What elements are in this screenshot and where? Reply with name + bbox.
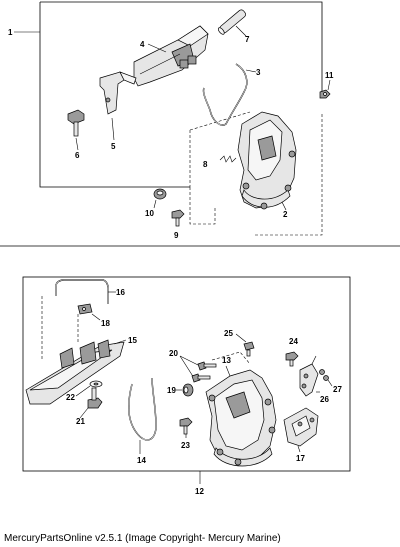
callout-25: 25 [224, 329, 233, 338]
clip-part-18 [77, 303, 93, 315]
housing-part-4 [133, 25, 209, 87]
callout-23: 23 [181, 441, 190, 450]
callout-13: 13 [222, 356, 231, 365]
linkage-part-26 [299, 355, 319, 397]
nut-part-10 [153, 188, 167, 200]
top-frame-dashed [189, 111, 323, 236]
tray-part-15 [25, 339, 125, 405]
callout-19: 19 [167, 386, 176, 395]
footer-caption: MercuryPartsOnline v2.5.1 (Image Copyrig… [4, 533, 281, 544]
bracket-part-5 [99, 71, 137, 115]
housing-part-13 [205, 351, 277, 467]
callout-18: 18 [101, 319, 110, 328]
callout-5: 5 [111, 142, 116, 151]
callout-24: 24 [289, 337, 298, 346]
callout-10: 10 [145, 209, 154, 218]
callout-17: 17 [296, 454, 305, 463]
callout-7: 7 [245, 35, 250, 44]
callout-1: 1 [8, 28, 13, 37]
bracket-part-17 [283, 407, 319, 447]
screw-part-25 [243, 341, 255, 357]
callout-12: 12 [195, 487, 204, 496]
wire-part-3 [202, 63, 248, 126]
callout-4: 4 [140, 40, 145, 49]
callout-21: 21 [76, 417, 85, 426]
pin-part-7 [217, 9, 246, 35]
callout-8: 8 [203, 160, 208, 169]
top-callouts: 1 2 3 4 5 6 7 8 9 10 11 [8, 28, 334, 240]
bottom-callouts: 12 13 14 15 16 17 18 19 20 21 22 23 24 2… [66, 288, 342, 496]
callout-14: 14 [137, 456, 146, 465]
bolt-part-21 [87, 387, 103, 409]
bottom-frame [22, 276, 351, 472]
top-frame [39, 1, 323, 188]
handle-part-16 [55, 279, 109, 304]
callout-6: 6 [75, 151, 80, 160]
screw-part-11 [319, 89, 331, 99]
washer-part-22 [89, 380, 103, 388]
wire-part-14 [128, 377, 157, 441]
screw-part-23 [179, 417, 193, 435]
screw-part-9 [171, 209, 185, 227]
screw-part-24 [285, 351, 299, 367]
callout-2: 2 [283, 210, 288, 219]
callout-11: 11 [325, 71, 334, 80]
callout-15: 15 [128, 336, 137, 345]
spring-part-8 [219, 155, 237, 163]
bolt-part-6 [67, 109, 85, 137]
callout-3: 3 [256, 68, 261, 77]
top-assembly [14, 1, 331, 236]
callout-26: 26 [320, 395, 329, 404]
callout-22: 22 [66, 393, 75, 402]
callout-27: 27 [333, 385, 342, 394]
bottom-assembly [22, 276, 351, 484]
callout-16: 16 [116, 288, 125, 297]
screws-part-20 [179, 355, 217, 383]
callout-9: 9 [174, 231, 179, 240]
screws-part-27 [319, 369, 333, 387]
callout-20: 20 [169, 349, 178, 358]
grommet-part-19 [182, 383, 194, 397]
housing-part-2 [237, 111, 297, 210]
